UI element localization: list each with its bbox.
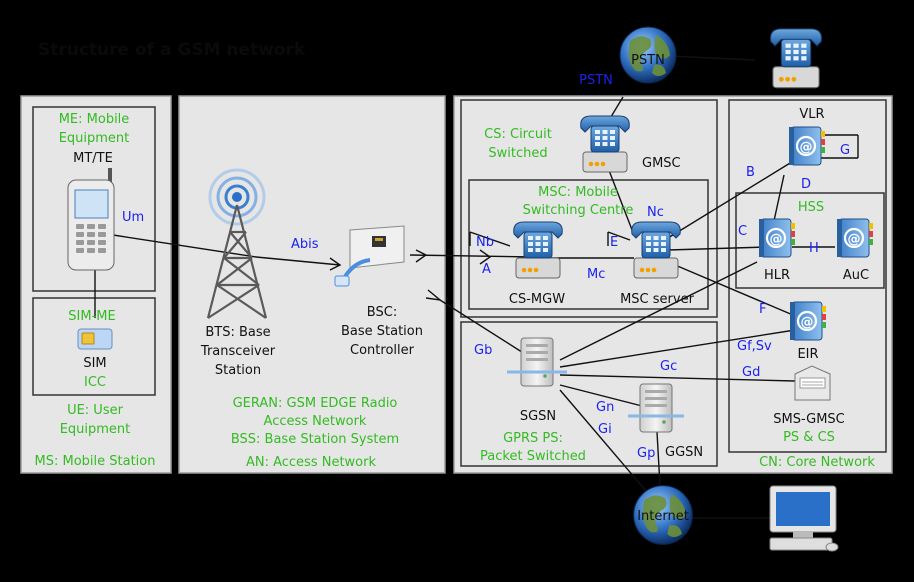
pstn-interface-label: PSTN xyxy=(579,73,613,88)
hss-box xyxy=(735,192,885,289)
b-interface-label: B xyxy=(746,165,755,180)
bsc-label-line1: BSC: xyxy=(367,305,397,320)
ggsn-server-icon xyxy=(628,383,684,433)
gfsv-interface-label: Gf,Sv xyxy=(737,339,772,354)
auc-database-icon xyxy=(835,217,875,259)
sms-gmsc-icon xyxy=(794,365,831,401)
diagram-title: Structure of a GSM network xyxy=(38,40,306,60)
auc-label: AuC xyxy=(843,268,869,283)
geran-label-line2: Access Network xyxy=(264,414,367,429)
msc-label-line1: MSC: Mobile xyxy=(538,185,618,200)
sgsn-server-icon xyxy=(507,337,567,387)
gmsc-label: GMSC xyxy=(642,156,681,171)
abis-interface-label: Abis xyxy=(291,237,319,252)
hss-label: HSS xyxy=(798,200,824,215)
ps-cs-label: PS & CS xyxy=(783,430,835,445)
arrow-heads xyxy=(329,249,492,302)
sim-card-icon xyxy=(77,328,113,350)
f-interface-label: F xyxy=(759,302,766,317)
cn-area-label: CN: Core Network xyxy=(759,455,875,470)
vlr-label: VLR xyxy=(799,107,824,122)
bsc-label-line3: Controller xyxy=(350,343,415,358)
msc-label-line2: Switching Centre xyxy=(523,203,634,218)
msc-server-label: MSC server xyxy=(620,292,694,307)
gi-interface-label: Gi xyxy=(598,422,612,437)
sgsn-label: SGSN xyxy=(520,409,556,424)
icc-label: ICC xyxy=(84,375,106,390)
ue-label-line1: UE: User xyxy=(67,403,124,418)
ggsn-label: GGSN xyxy=(665,445,703,460)
mtte-label: MT/TE xyxy=(73,151,113,166)
ps-box xyxy=(460,321,718,467)
bts-label-line1: BTS: Base xyxy=(205,325,270,340)
gp-interface-label: Gp xyxy=(637,446,655,461)
msc-box xyxy=(468,179,709,310)
vlr-database-icon xyxy=(787,125,827,167)
e-interface-label: E xyxy=(610,235,618,250)
internet-label: Internet xyxy=(637,509,689,524)
eir-label: EIR xyxy=(797,347,818,362)
ms-panel xyxy=(20,95,172,474)
c-interface-label: C xyxy=(738,224,747,239)
me-label-line1: ME: Mobile xyxy=(59,112,130,127)
geran-label-line1: GERAN: GSM EDGE Radio xyxy=(233,396,398,411)
bsc-device-icon xyxy=(334,225,405,287)
bss-label: BSS: Base Station System xyxy=(231,432,399,447)
me-label-line2: Equipment xyxy=(59,131,130,146)
g-interface-label: G xyxy=(840,143,850,158)
ms-area-label: MS: Mobile Station xyxy=(35,454,156,469)
d-interface-label: D xyxy=(801,177,811,192)
mobile-phone-icon xyxy=(67,168,115,271)
gb-interface-label: Gb xyxy=(474,343,492,358)
gd-interface-label: Gd xyxy=(742,365,760,380)
an-area-label: AN: Access Network xyxy=(246,455,377,470)
gc-interface-label: Gc xyxy=(660,359,677,374)
nc-interface-label: Nc xyxy=(647,205,664,220)
hlr-label: HLR xyxy=(764,268,790,283)
computer-icon xyxy=(769,485,839,552)
nb-interface-label: Nb xyxy=(476,235,494,250)
bts-tower-icon xyxy=(206,168,268,319)
gprs-label-line1: GPRS PS: xyxy=(503,431,563,446)
a-interface-label: A xyxy=(482,262,491,277)
h-interface-label: H xyxy=(809,241,819,256)
bsc-label-line2: Base Station xyxy=(341,324,423,339)
um-interface-label: Um xyxy=(122,210,144,225)
bts-label-line2: Transceiver xyxy=(200,344,276,359)
cs-label-line2: Switched xyxy=(488,146,547,161)
gn-interface-label: Gn xyxy=(596,400,614,415)
gprs-label-line2: Packet Switched xyxy=(480,449,586,464)
pstn-telephone-icon xyxy=(769,28,823,89)
sim-me-label: SIM-ME xyxy=(68,309,115,324)
cs-label-line1: CS: Circuit xyxy=(484,127,552,142)
sim-box xyxy=(32,297,156,396)
pstn-globe-label: PSTN xyxy=(631,53,665,68)
sms-gmsc-label: SMS-GMSC xyxy=(773,412,845,427)
bts-label-line3: Station xyxy=(215,363,261,378)
hlr-database-icon xyxy=(757,217,797,259)
cs-mgw-label: CS-MGW xyxy=(509,292,565,307)
mc-interface-label: Mc xyxy=(587,267,605,282)
sim-label: SIM xyxy=(83,356,106,371)
eir-database-icon xyxy=(788,300,828,342)
me-box xyxy=(32,106,156,292)
ue-label-line2: Equipment xyxy=(60,422,131,437)
